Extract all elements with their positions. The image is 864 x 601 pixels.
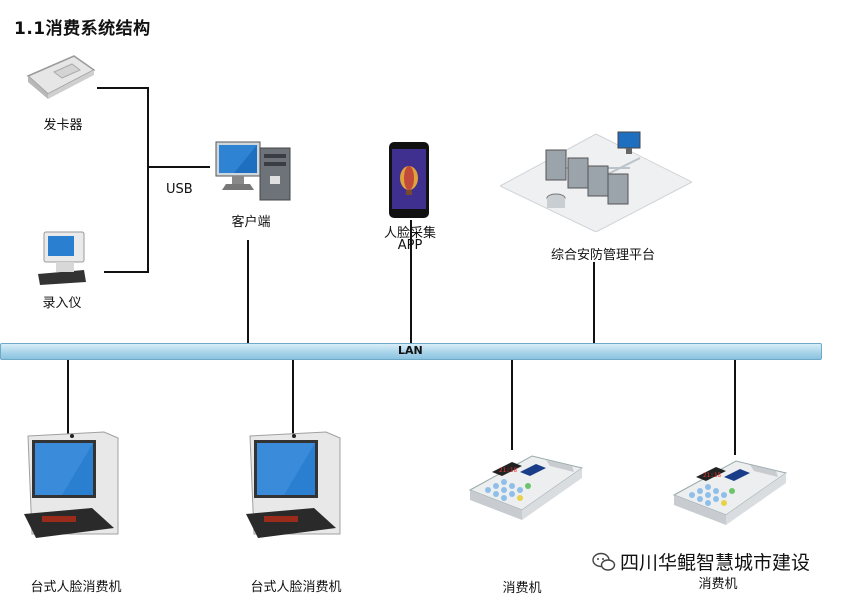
phone-app-icon [389, 142, 429, 218]
face-app-label-line1: 人脸采集 [383, 226, 437, 241]
platform-label: 综合安防管理平台 [550, 248, 656, 263]
desk-face-terminal-icon [24, 431, 119, 538]
client-computer-icon [215, 141, 291, 201]
pos-terminal-icon-2: 21:18 [672, 460, 788, 525]
pos-terminal-icon: 21:18 [468, 455, 584, 520]
watermark-text: 四川华鲲智慧城市建设 [620, 552, 811, 574]
lan-label: LAN [398, 344, 423, 357]
face-app-label-line2: APP [397, 238, 423, 253]
enroller-label: 录入仪 [42, 296, 82, 311]
desk-face-label-2: 台式人脸消费机 [250, 580, 342, 595]
desk-face-terminal-icon-2 [246, 431, 341, 538]
svg-text:21:18: 21:18 [499, 467, 517, 474]
card-issuer-icon [26, 55, 96, 99]
page-title: 1.1消费系统结构 [14, 19, 151, 39]
client-label: 客户端 [231, 215, 271, 230]
desk-face-label-1: 台式人脸消费机 [30, 580, 122, 595]
card-issuer-label: 发卡器 [43, 118, 83, 133]
enroller-icon [38, 231, 86, 285]
pos-label-1: 消费机 [502, 581, 542, 596]
platform-servers-icon [500, 131, 692, 232]
pos-label-2: 消费机 [698, 577, 738, 592]
usb-label: USB [166, 182, 193, 197]
wechat-icon [592, 552, 616, 571]
svg-text:21:18: 21:18 [703, 472, 721, 479]
lan-bus [0, 343, 822, 360]
